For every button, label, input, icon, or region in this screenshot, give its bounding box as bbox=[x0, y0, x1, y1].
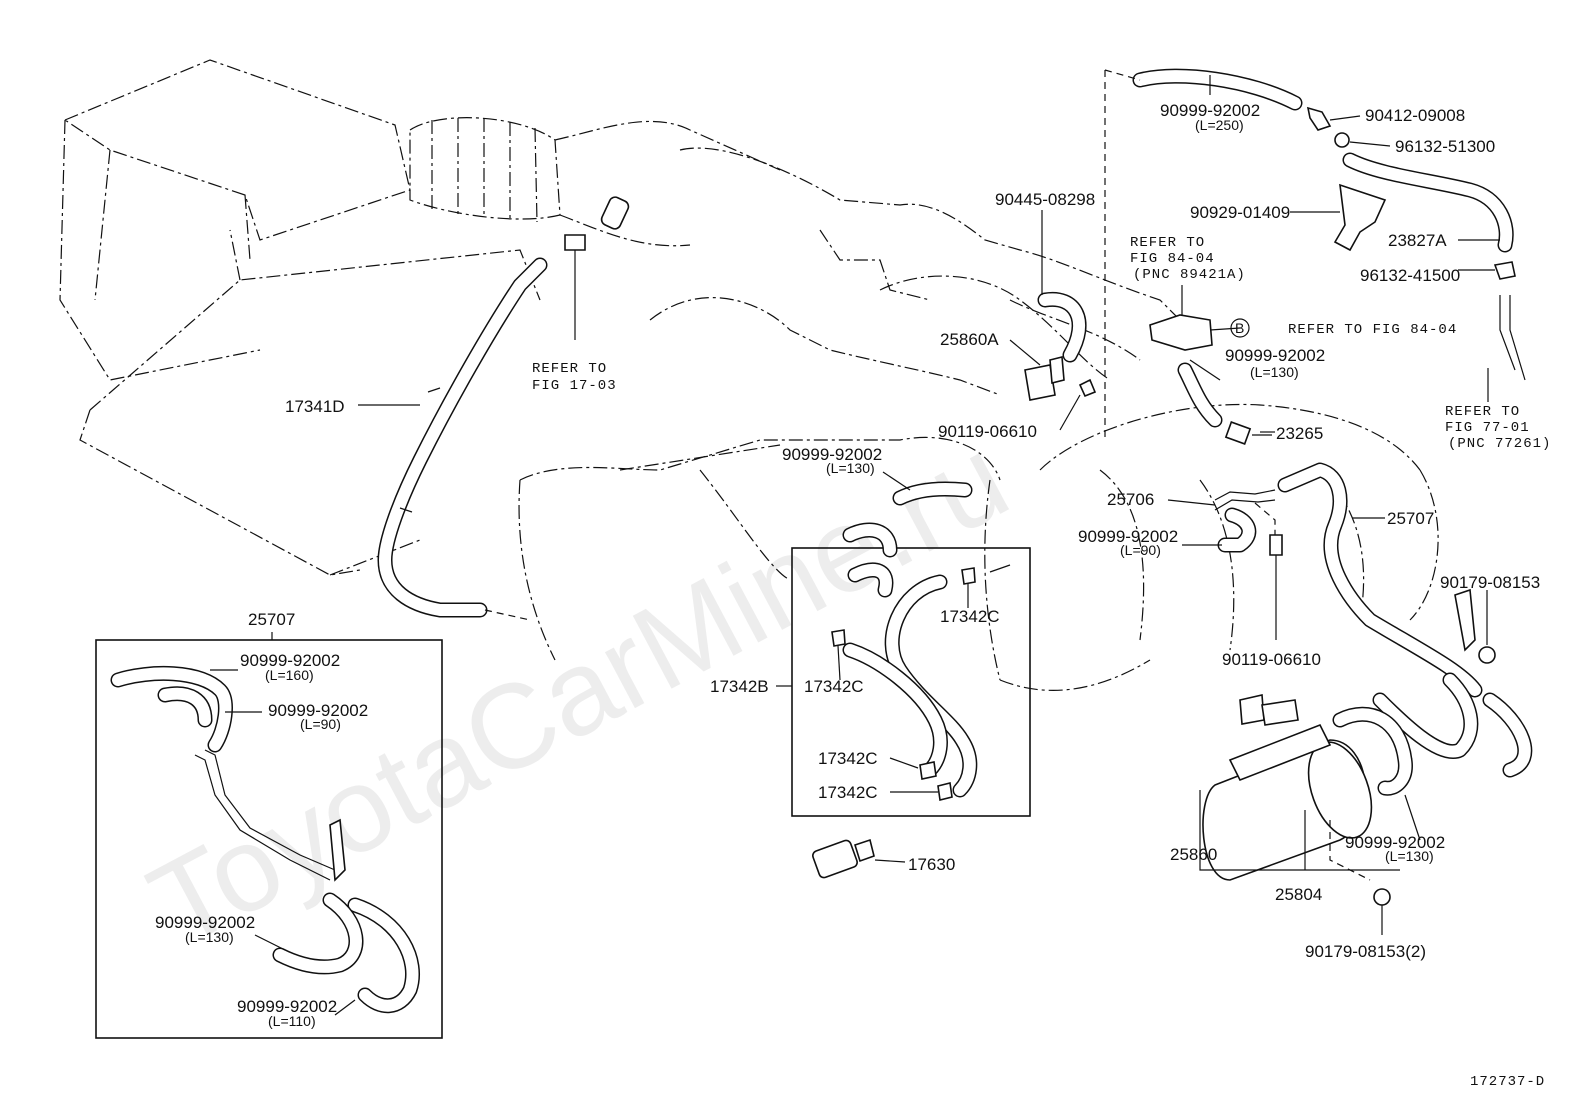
pipe-25707-detail bbox=[110, 666, 421, 1016]
label-25706: 25706 bbox=[1107, 490, 1154, 509]
label-90445-08298: 90445-08298 bbox=[995, 190, 1095, 209]
label-25804: 25804 bbox=[1275, 885, 1322, 904]
ref-fig-77-01-line1: REFER TO bbox=[1445, 404, 1520, 420]
label-length-L250: (L=250) bbox=[1195, 117, 1244, 133]
hose-90999-92002-L130-d bbox=[1332, 706, 1421, 841]
label-90179-08153-2: 90179-08153(2) bbox=[1305, 942, 1426, 961]
label-90999-92002-L110: 90999-92002 bbox=[237, 997, 337, 1016]
hose-17341D bbox=[377, 257, 548, 621]
pipe-25706 bbox=[1167, 489, 1276, 511]
fitting-90412-09008 bbox=[1306, 106, 1361, 131]
label-90999-92002-L90-a: 90999-92002 bbox=[1078, 527, 1178, 546]
label-96132-41500: 96132-41500 bbox=[1360, 266, 1460, 285]
label-90999-92002-L130-a: 90999-92002 bbox=[1225, 346, 1325, 365]
hose-90999-92002-L90-a bbox=[1182, 507, 1257, 553]
label-length-L130-b: (L=130) bbox=[826, 460, 875, 476]
label-length-L130-c: (L=130) bbox=[185, 929, 234, 945]
ref-fig-77-01-line2: FIG 77-01 bbox=[1445, 420, 1530, 436]
label-25860: 25860 bbox=[1170, 845, 1217, 864]
pipe-25707 bbox=[1277, 462, 1483, 698]
label-length-L110: (L=110) bbox=[268, 1013, 316, 1029]
label-23827A: 23827A bbox=[1388, 231, 1447, 250]
label-90999-92002-L130-c: 90999-92002 bbox=[155, 913, 255, 932]
pcv-fitting bbox=[564, 196, 630, 340]
label-17342C-2: 17342C bbox=[804, 677, 864, 696]
clip-96132-51300 bbox=[1334, 132, 1391, 148]
label-17342C-1: 17342C bbox=[940, 607, 1000, 626]
label-length-L90-b: (L=90) bbox=[300, 716, 341, 732]
clip-96132-41500 bbox=[1458, 261, 1516, 280]
label-90999-92002-L160: 90999-92002 bbox=[240, 651, 340, 670]
ref-fig-84-04-line3: (PNC 89421A) bbox=[1133, 267, 1246, 283]
ref-b-marker: B bbox=[1230, 318, 1250, 338]
label-90999-92002-L130-d: 90999-92002 bbox=[1345, 833, 1445, 852]
canister-25804 bbox=[1199, 694, 1400, 881]
label-23265: 23265 bbox=[1276, 424, 1323, 443]
group-box-25707 bbox=[95, 639, 443, 1039]
label-90999-92002-L130-b: 90999-92002 bbox=[782, 445, 882, 464]
bracket-90179-08153 bbox=[1454, 588, 1496, 664]
label-length-L90-a: (L=90) bbox=[1120, 542, 1161, 558]
label-90929-01409: 90929-01409 bbox=[1190, 203, 1290, 222]
label-90119-06610-b: 90119-06610 bbox=[1222, 650, 1321, 669]
sensor-23265 bbox=[1224, 421, 1272, 445]
hose-90999-92002-L250 bbox=[1132, 68, 1303, 111]
vsv-25860A bbox=[1009, 339, 1065, 401]
bolt-90119-06610-a bbox=[1059, 378, 1097, 431]
figure-code: 172737-D bbox=[1470, 1074, 1545, 1090]
ref-fig-77-01-line3: (PNC 77261) bbox=[1448, 436, 1551, 452]
bracket-90929-01409 bbox=[1290, 183, 1387, 252]
label-90412-09008: 90412-09008 bbox=[1365, 106, 1465, 125]
label-90119-06610-a: 90119-06610 bbox=[938, 422, 1037, 441]
hose-90999-92002-L130-a bbox=[1177, 359, 1223, 428]
ref-fig-84-04-line1: REFER TO bbox=[1130, 235, 1205, 251]
label-17341D: 17341D bbox=[285, 397, 345, 416]
label-96132-51300: 96132-51300 bbox=[1395, 137, 1495, 156]
label-length-L160: (L=160) bbox=[265, 667, 314, 683]
label-17342C-4: 17342C bbox=[818, 783, 878, 802]
pipe-to-fig-77-01 bbox=[1487, 295, 1526, 402]
hose-23827A bbox=[1342, 152, 1514, 253]
hose-90445-08298 bbox=[1037, 210, 1087, 363]
bolt-90119-06610-b bbox=[1269, 534, 1283, 640]
intake-bellows bbox=[409, 117, 781, 247]
hose-17342B-assembly bbox=[776, 522, 1011, 801]
ref-b-letter: B bbox=[1235, 320, 1244, 336]
ref-b-text: REFER TO FIG 84-04 bbox=[1288, 322, 1457, 338]
ref-fig-17-03-line1: REFER TO bbox=[532, 361, 607, 377]
group-box-17342B bbox=[791, 547, 1031, 817]
label-90999-92002-L90-b: 90999-92002 bbox=[268, 701, 368, 720]
nut-90179-08153-2 bbox=[1373, 888, 1391, 935]
label-90179-08153: 90179-08153 bbox=[1440, 573, 1540, 592]
label-17630: 17630 bbox=[908, 855, 955, 874]
sensor-17630 bbox=[812, 838, 906, 879]
label-17342C-3: 17342C bbox=[818, 749, 878, 768]
hose-loop-right bbox=[1372, 672, 1533, 778]
label-25860A: 25860A bbox=[940, 330, 999, 349]
label-25707-a: 25707 bbox=[1387, 509, 1434, 528]
label-25707-b: 25707 bbox=[248, 610, 295, 629]
ref-fig-17-03-line2: FIG 17-03 bbox=[532, 378, 617, 394]
label-90999-92002-L250: 90999-92002 bbox=[1160, 101, 1260, 120]
label-17342B: 17342B bbox=[710, 677, 769, 696]
engine-intake-manifold bbox=[518, 147, 1439, 691]
label-length-L130-a: (L=130) bbox=[1250, 364, 1299, 380]
hose-90999-92002-L130-b bbox=[882, 471, 973, 506]
ref-fig-84-04-line2: FIG 84-04 bbox=[1130, 251, 1215, 267]
sensor-pnc-89421A bbox=[1149, 285, 1241, 351]
air-cleaner-housing bbox=[59, 59, 541, 576]
label-length-L130-d: (L=130) bbox=[1385, 848, 1434, 864]
